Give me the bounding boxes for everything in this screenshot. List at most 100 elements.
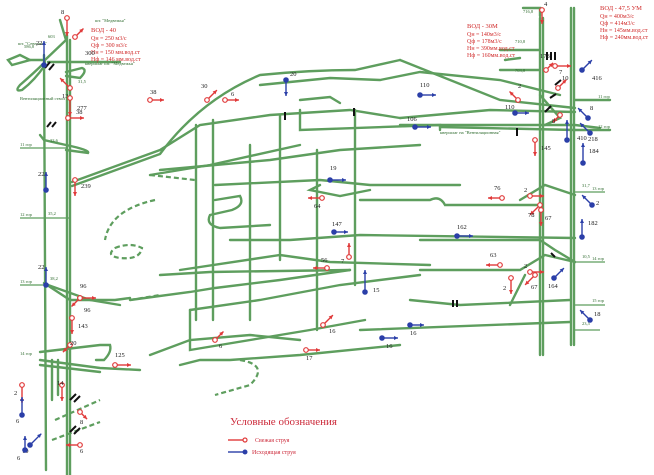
level-56 (178, 253, 432, 272)
exhaust-flow-arrowhead-icon (580, 219, 584, 223)
fresh-flow-marker-icon (69, 315, 75, 321)
fan-qn: Qн = 250 м3/с (91, 36, 127, 42)
exhaust-flow-value: 22 (36, 40, 43, 47)
exhaust-flow-arrowhead-icon (581, 143, 585, 147)
door-icon (544, 105, 552, 113)
exhaust-flow-marker-icon (362, 289, 368, 295)
fresh-flow-marker-icon (67, 85, 73, 91)
fresh-flow-value: 8 (552, 118, 555, 125)
exhaust-flow-arrowhead-icon (37, 433, 42, 438)
short-diag (508, 273, 527, 307)
fresh-flow-value: 300 (85, 50, 95, 57)
exhaust-flow-marker-icon (587, 317, 593, 323)
fresh-flow-value: 178 (540, 53, 550, 60)
exhaust-flow-marker-icon (564, 137, 570, 143)
fresh-flow-arrowhead-icon (62, 347, 68, 353)
fresh-flow-value: 8 (80, 419, 83, 426)
elevation-label: 38,2 (50, 276, 58, 282)
exhaust-flow-marker-icon (27, 442, 33, 448)
fan-hn: Нн = 145мм.вод.ст (600, 28, 648, 34)
exhaust-flow-marker-icon (43, 187, 49, 193)
exhaust-flow-marker-icon (417, 92, 423, 98)
exhaust-flow-arrowhead-icon (23, 436, 27, 440)
fresh-flow-marker-icon (59, 382, 65, 388)
fresh-flow-value: 96 (80, 283, 87, 290)
fresh-flow-value: 7 (341, 258, 345, 265)
level-label: 14 гор (20, 351, 33, 356)
fresh-flow-value: 2 (14, 390, 17, 397)
exhaust-flow-value: 106 (407, 116, 418, 123)
exhaust-flow-marker-icon (589, 202, 595, 208)
door-icon (73, 427, 81, 435)
fresh-flow-marker-icon (222, 97, 228, 103)
lower-drift-1 (128, 268, 352, 302)
fresh-flow-value: 7 (559, 69, 563, 76)
exhaust-flow-arrowhead-icon (284, 92, 288, 96)
fresh-flow-marker-icon (67, 342, 73, 348)
fresh-flow-arrowhead-icon (552, 117, 558, 123)
exhaust-flow-arrowhead-icon (582, 195, 587, 200)
exhaust-flow-value: 184 (589, 148, 600, 155)
fresh-flow-arrowhead-icon (548, 62, 554, 68)
fresh-flow-arrowhead-icon (68, 112, 72, 116)
exhaust-flow-value: 110 (505, 104, 515, 111)
exhaust-flow-marker-icon (283, 77, 289, 83)
fresh-flow-marker-icon (555, 85, 561, 91)
fresh-flow-arrowhead-icon (530, 210, 535, 215)
fresh-flow-value: 67 (531, 284, 538, 291)
fresh-flow-marker-icon (19, 382, 25, 388)
portal (6, 53, 34, 67)
fresh-flow-value: 6 (80, 448, 84, 455)
exhaust-flow-arrowhead-icon (580, 310, 585, 315)
fresh-flow-marker-icon (112, 362, 118, 368)
level-label: 12 гор (598, 124, 611, 129)
door-icon (51, 121, 57, 128)
fan-hf: Нф = 240мм.вод.ст (600, 34, 649, 41)
fresh-flow-marker-icon (499, 195, 505, 201)
drift-76 (358, 197, 542, 207)
fresh-flow-arrowhead-icon (488, 196, 492, 200)
fresh-flow-marker-icon (537, 202, 543, 208)
legend-exhaust-icon (242, 449, 248, 455)
fresh-flow-arrowhead-icon (509, 290, 513, 294)
left-shaft-group (6, 18, 161, 475)
exhaust-flow-marker-icon (331, 229, 337, 235)
exhaust-flow-arrowhead-icon (42, 41, 46, 45)
fresh-flow-arrowhead-icon (540, 194, 544, 198)
elevation-label: 586,8 (24, 44, 35, 50)
bottom-main (178, 343, 402, 367)
exhaust-flow-arrowhead-icon (344, 230, 348, 234)
fresh-flow-arrowhead-icon (562, 79, 567, 84)
diag-drift-2 (398, 108, 577, 120)
drift-caption: шт. "Медвежья" (95, 18, 126, 23)
right-levels-top (573, 98, 612, 132)
exhaust-flow-value: 16 (410, 330, 417, 337)
left-dash-curve (103, 198, 156, 241)
exhaust-flow-marker-icon (22, 447, 28, 453)
exhaust-flow-value: 6 (17, 455, 21, 462)
shaft-top (58, 18, 68, 42)
fresh-flow-value: 67 (545, 215, 552, 222)
exhaust-flow-value: 22 (38, 171, 45, 178)
exhaust-flow-marker-icon (41, 62, 47, 68)
fan-name: ВОД - 47,5 УМ (600, 5, 642, 12)
door-icon (69, 425, 77, 433)
exhaust-flow-arrowhead-icon (565, 120, 569, 124)
fresh-flow-arrowhead-icon (525, 280, 530, 285)
door-icon (46, 121, 52, 128)
fresh-flow-value: 239 (81, 183, 91, 190)
bottom-drift-b (38, 363, 102, 374)
exhaust-flow-value: 20 (290, 71, 297, 78)
fresh-flow-value: 6 (231, 91, 235, 98)
exhaust-flow-value: 19 (330, 165, 337, 172)
exhaust-flow-marker-icon (579, 234, 585, 240)
level-label: 15 гор (592, 298, 605, 303)
fan-info-vod47: ВОД - 47,5 УМ Qн = 400м3/с Qф = 414м3/с … (600, 5, 649, 41)
fresh-flow-arrowhead-icon (540, 20, 544, 24)
elevation-label: 33,6 (50, 138, 59, 144)
fresh-flow-value: 277 (77, 105, 88, 112)
exhaust-flow-value: 2 (596, 200, 599, 207)
exhaust-flow-marker-icon (512, 110, 518, 116)
fresh-flow-value: 17 (306, 355, 313, 362)
